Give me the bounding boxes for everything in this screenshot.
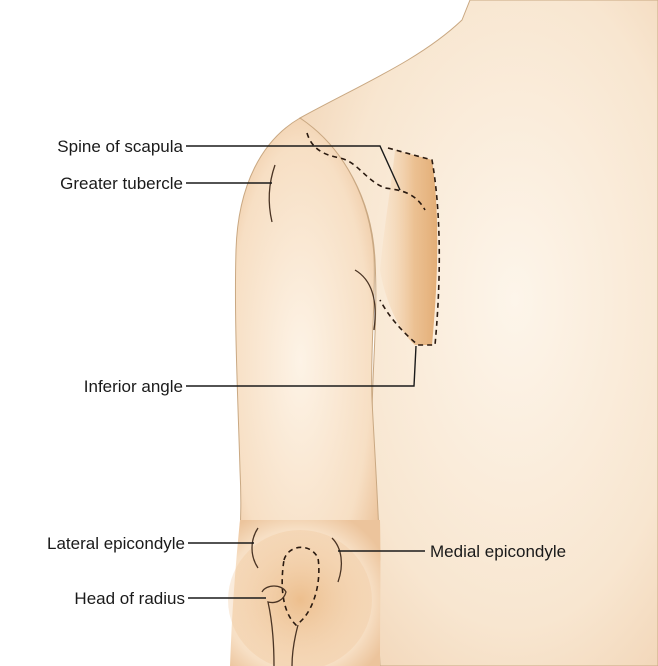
label-lateral-epicondyle: Lateral epicondyle <box>47 534 185 553</box>
label-inferior-angle: Inferior angle <box>84 377 183 396</box>
label-spine-of-scapula: Spine of scapula <box>57 137 183 156</box>
label-head-of-radius: Head of radius <box>74 589 185 608</box>
label-medial-epicondyle: Medial epicondyle <box>430 542 566 561</box>
label-greater-tubercle: Greater tubercle <box>60 174 183 193</box>
